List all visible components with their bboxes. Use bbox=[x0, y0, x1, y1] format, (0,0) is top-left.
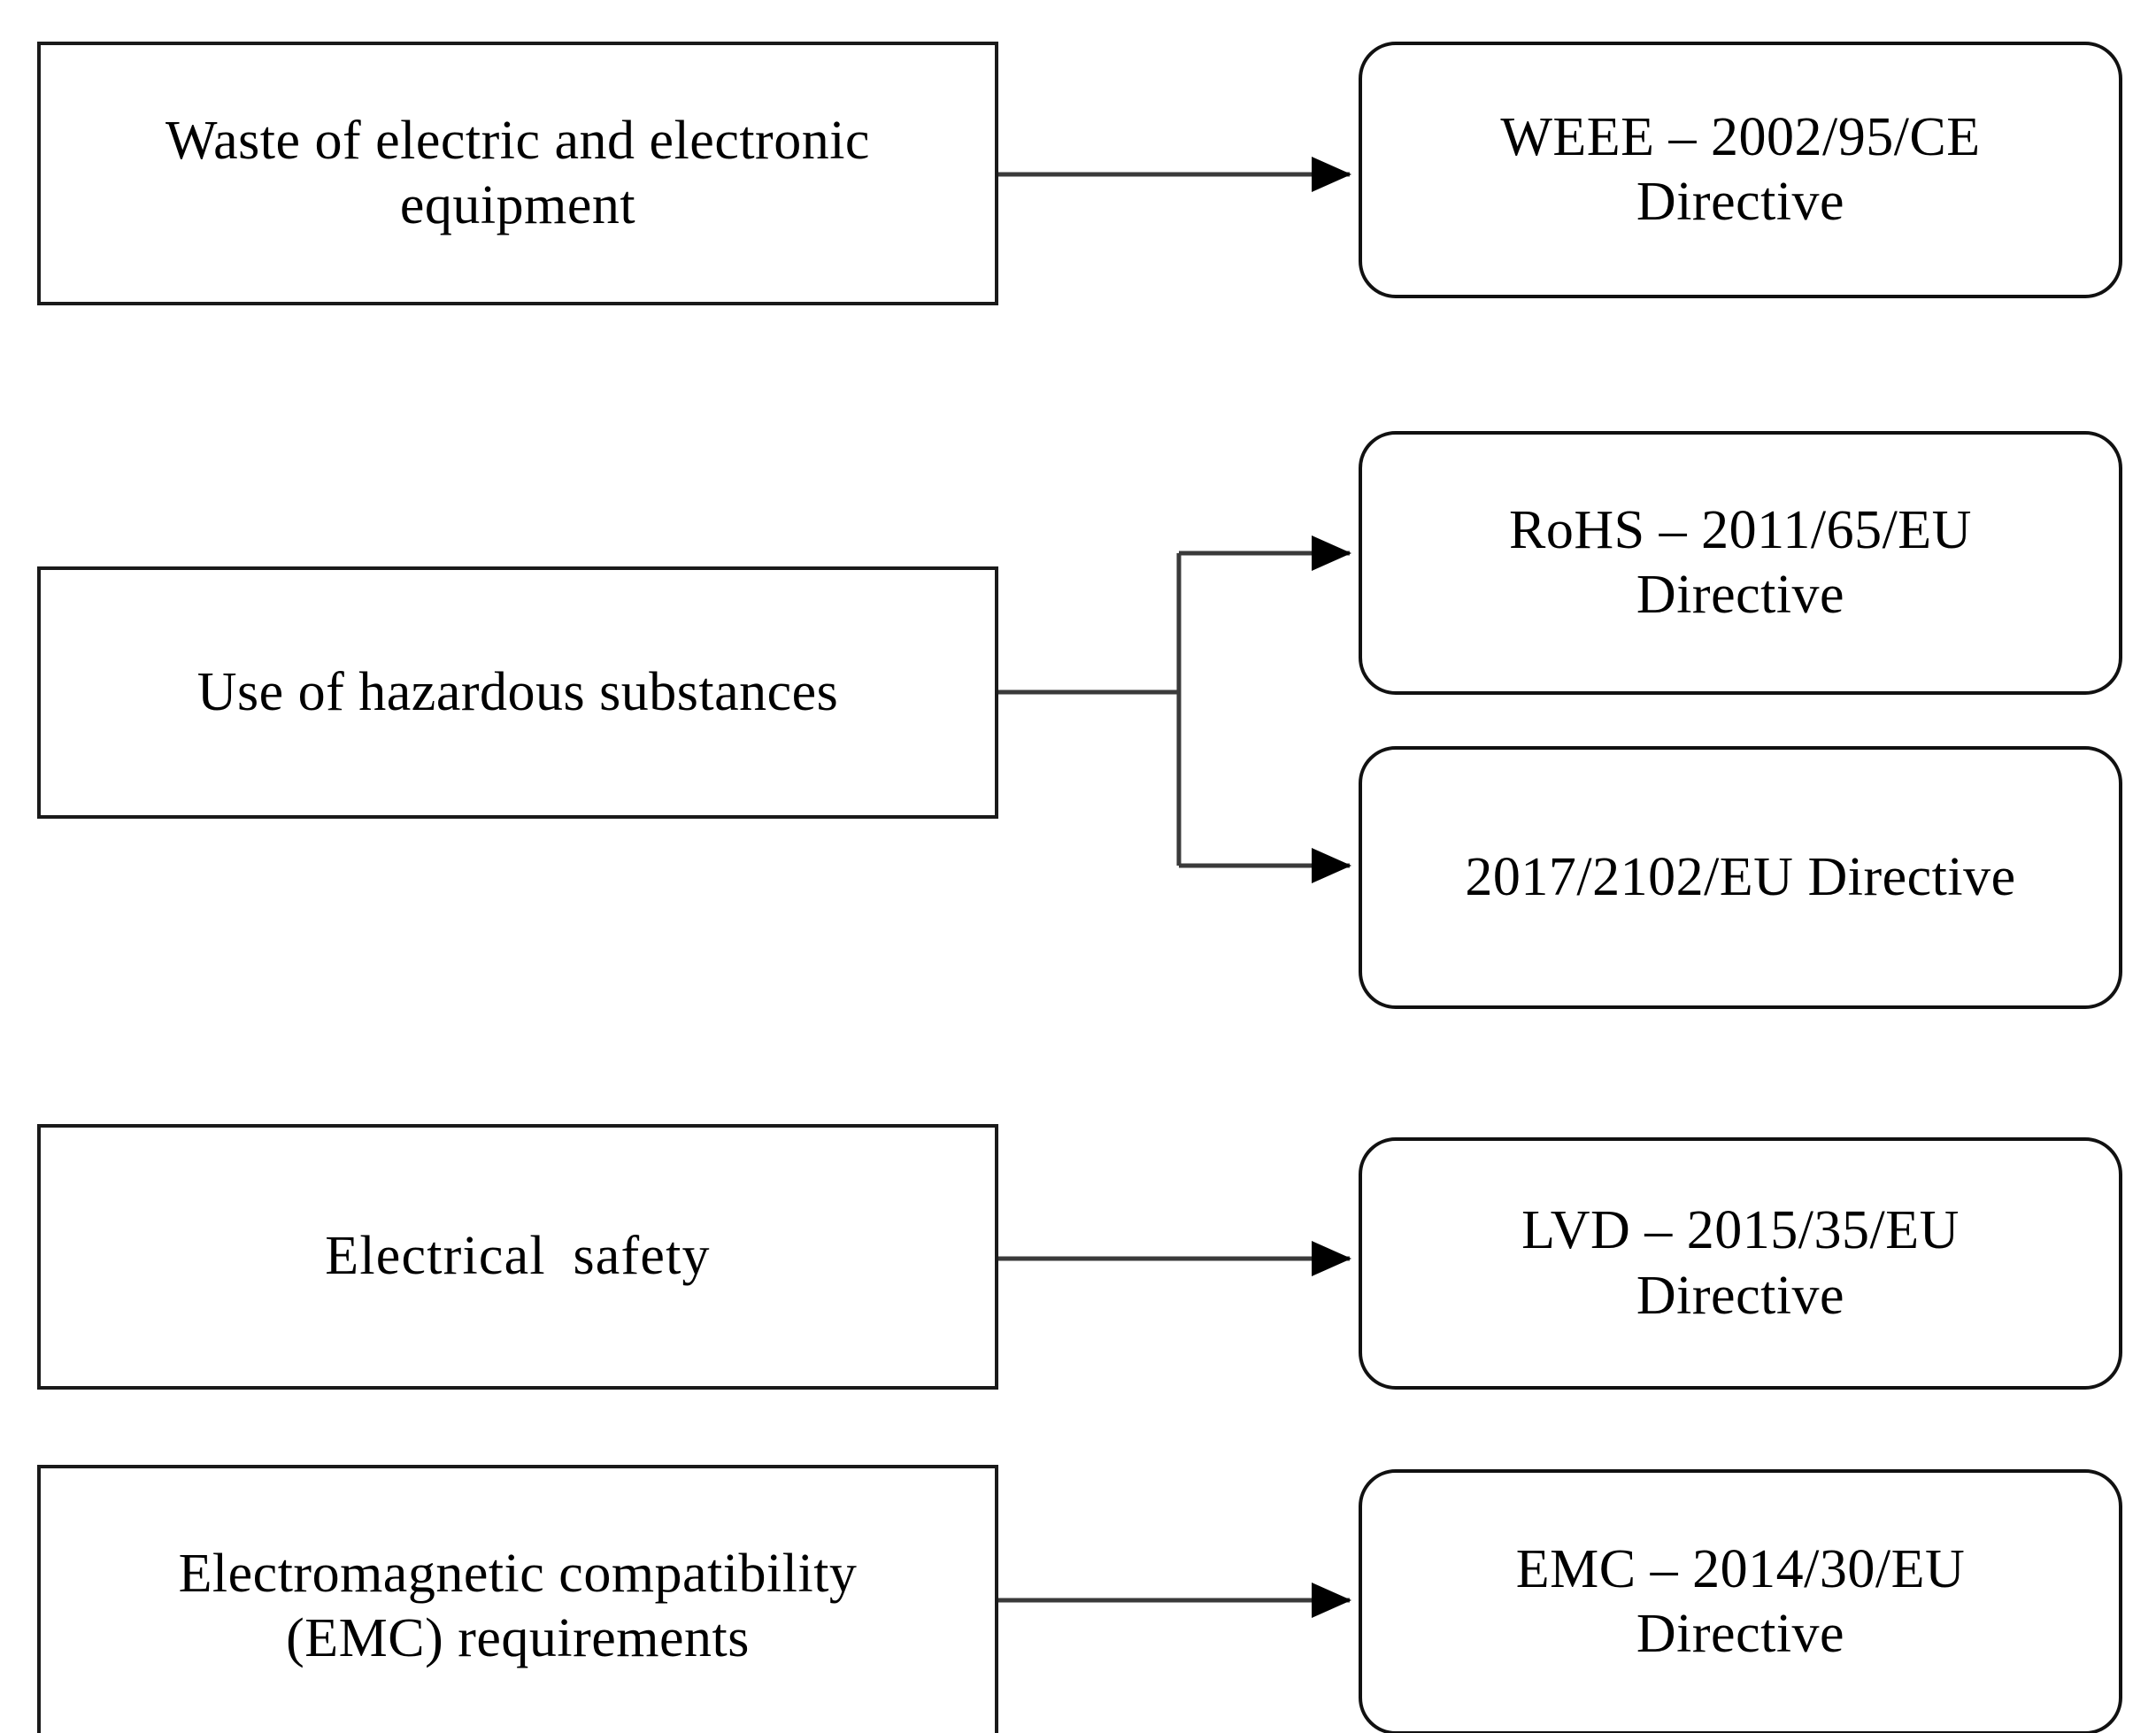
directive-label-lvd: LVD – 2015/35/EU Directive bbox=[1521, 1200, 1960, 1326]
connector-hazardous-branch bbox=[998, 535, 1351, 883]
requirement-box-waste[interactable]: Waste of electric and electronic equipme… bbox=[37, 42, 998, 305]
directive-box-lvd[interactable]: LVD – 2015/35/EU Directive bbox=[1359, 1137, 2122, 1390]
directive-box-rohs[interactable]: RoHS – 2011/65/EU Directive bbox=[1359, 431, 2122, 695]
directive-box-emc[interactable]: EMC – 2014/30/EU Directive bbox=[1359, 1469, 2122, 1733]
requirement-box-electrical-safety[interactable]: Electrical safety bbox=[37, 1124, 998, 1390]
directive-label-emc: EMC – 2014/30/EU Directive bbox=[1515, 1538, 1966, 1664]
requirement-box-hazardous[interactable]: Use of hazardous substances bbox=[37, 566, 998, 819]
directive-box-weee[interactable]: WEEE – 2002/95/CE Directive bbox=[1359, 42, 2122, 298]
directive-label-2017-2102: 2017/2102/EU Directive bbox=[1465, 846, 2016, 907]
requirement-label-hazardous: Use of hazardous substances bbox=[196, 661, 839, 722]
directive-box-2017-2102[interactable]: 2017/2102/EU Directive bbox=[1359, 746, 2122, 1009]
requirement-label-waste: Waste of electric and electronic equipme… bbox=[166, 110, 870, 235]
requirement-label-emc: Electromagnetic compatibility (EMC) requ… bbox=[178, 1543, 858, 1668]
directive-label-rohs: RoHS – 2011/65/EU Directive bbox=[1509, 499, 1972, 625]
directive-label-weee: WEEE – 2002/95/CE Directive bbox=[1500, 106, 1981, 232]
requirement-box-emc[interactable]: Electromagnetic compatibility (EMC) requ… bbox=[37, 1465, 998, 1733]
requirement-label-electrical-safety: Electrical safety bbox=[325, 1226, 711, 1287]
